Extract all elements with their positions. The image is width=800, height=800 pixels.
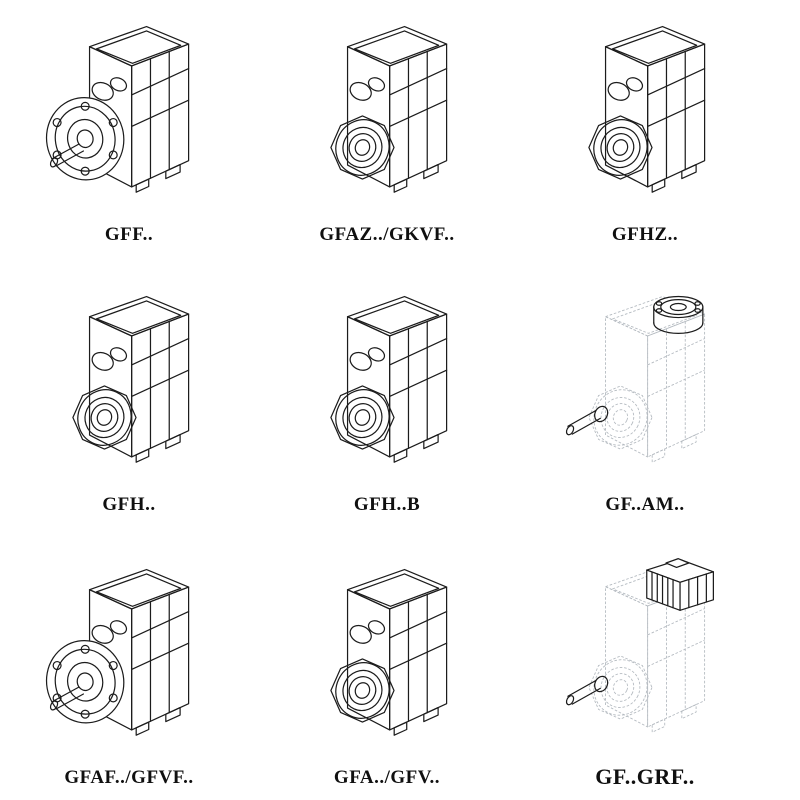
foot-mounted-gearbox-icon <box>298 559 476 765</box>
gearbox-variant-cell: GF..AM.. <box>556 286 734 524</box>
gearbox-variant-cell: GF..GRF.. <box>556 556 734 797</box>
flange-mounted-gearbox-icon <box>40 16 218 222</box>
gearbox-variant-cell: GFA../GFV.. <box>298 556 476 797</box>
gearbox-model-label: GFH.. <box>102 493 156 515</box>
gearbox-model-label: GF..GRF.. <box>595 763 695 789</box>
gearbox-variant-cell: GFF.. <box>40 16 218 254</box>
gearbox-model-label: GFAZ../GKVF.. <box>319 224 455 245</box>
gearmotor-with-motor-icon <box>556 556 734 762</box>
gearbox-with-input-adapter-icon <box>556 286 734 492</box>
gearbox-model-label: GF..AM.. <box>605 493 685 515</box>
gearbox-variant-cell: GFH..B <box>298 286 476 524</box>
gearbox-model-label: GFAF../GFVF.. <box>64 767 194 789</box>
gearbox-model-label: GFA../GFV.. <box>333 767 441 789</box>
gearbox-model-label: GFHZ.. <box>611 224 679 245</box>
gearbox-variant-cell: GFH.. <box>40 286 218 524</box>
gearbox-variant-cell: GFAF../GFVF.. <box>40 556 218 797</box>
foot-mounted-gearbox-icon <box>298 16 476 222</box>
gearbox-variant-cell: GFAZ../GKVF.. <box>298 16 476 254</box>
foot-mounted-gearbox-icon <box>40 286 218 492</box>
foot-mounted-gearbox-icon <box>556 16 734 222</box>
flange-mounted-gearbox-icon <box>40 559 218 765</box>
gearbox-model-label: GFH..B <box>353 493 421 515</box>
gearbox-variant-cell: GFHZ.. <box>556 16 734 254</box>
gearbox-model-label: GFF.. <box>104 224 154 245</box>
foot-mounted-gearbox-icon <box>298 286 476 492</box>
